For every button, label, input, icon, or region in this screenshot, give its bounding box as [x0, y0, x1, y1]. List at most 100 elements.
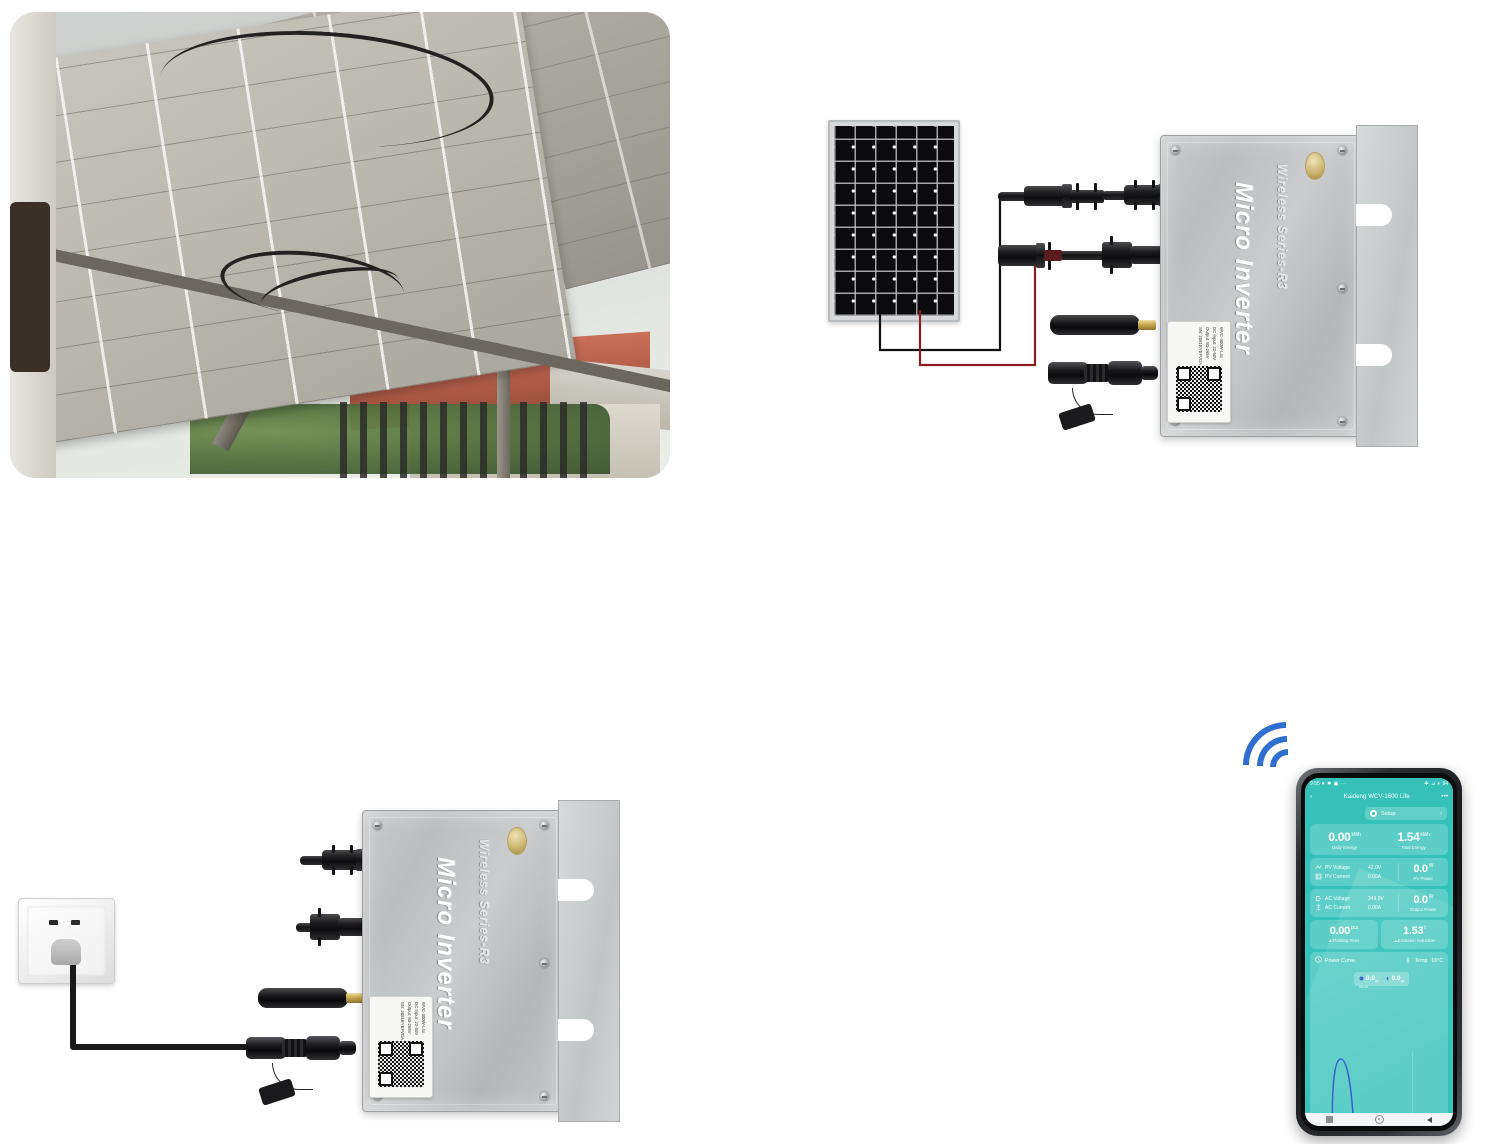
- label-model: WVC-300W-L4x: [1219, 327, 1224, 358]
- inverter-dc-port-positive-2: [300, 845, 376, 875]
- certification-badge: [1305, 152, 1325, 180]
- product-label-2: WVC-300W-L4x DC Input: 22-50V Output: 80…: [369, 996, 433, 1098]
- back-arrow-icon[interactable]: ‹: [1310, 793, 1313, 800]
- tooltip-timestamp: 06:00: [1359, 985, 1368, 989]
- ac-current-row: AC Current 0.00A: [1315, 904, 1398, 911]
- brand-name-text: Micro Inverter: [1230, 182, 1257, 355]
- energy-summary-card: 0.00kWh Daily Energy 1.54kWh Total Energ…: [1310, 824, 1448, 855]
- pv-voltage-label: PV Voltage: [1325, 864, 1350, 871]
- inverter-to-grid-diagram: Wireless Series-R3 Micro Inverter WVC-30…: [10, 800, 650, 1135]
- gear-icon: [1370, 810, 1377, 817]
- inverter-dc-port-negative: [1088, 236, 1174, 274]
- ac-cable: [70, 965, 248, 1050]
- power-curve-header: Power Curve Temp 16°C: [1310, 952, 1448, 969]
- tooltip-ac-unit: W: [1400, 978, 1405, 984]
- pv-stats-card: PV Voltage 42.0V PV Current 0.00A 0.0W P…: [1310, 858, 1448, 886]
- total-energy-caption: Total Energy: [1401, 845, 1426, 850]
- power-curve-chart: [1331, 1051, 1413, 1113]
- pv-voltage-value: 42.0V: [1368, 864, 1382, 871]
- status-time: 9:55: [1310, 780, 1320, 787]
- emission-reduction-value: 1.53: [1403, 925, 1424, 937]
- pv-power-caption: PV Power: [1413, 876, 1434, 881]
- ac-voltage-icon: [1315, 895, 1322, 902]
- photo-shadow-gap: [10, 202, 50, 372]
- page-title: Kaideng WCV-1600 Life: [1343, 793, 1410, 800]
- mc4-connector-positive: [998, 182, 1108, 210]
- qr-code: [1176, 366, 1222, 412]
- total-energy-unit: kWh: [1420, 832, 1430, 838]
- pv-current-icon: [1315, 873, 1322, 880]
- label-model-2: WVC-300W-L4x: [421, 1002, 426, 1033]
- planting-trees-caption: Planting trees: [1332, 938, 1360, 943]
- ac-output-connector: [1048, 358, 1158, 388]
- total-energy-value: 1.54: [1397, 830, 1420, 844]
- wifi-antenna-2: [258, 988, 364, 1008]
- label-ac-output-2: Output: 80-265V: [407, 1002, 412, 1034]
- status-right-icons: ✤ ⊿ ▾: [1424, 780, 1441, 787]
- output-power-value: 0.0: [1413, 894, 1428, 906]
- setup-button[interactable]: Setup ›: [1365, 807, 1447, 820]
- tooltip-pv-icon: [1359, 976, 1364, 983]
- micro-inverter-body: Wireless Series-R3 Micro Inverter WVC-30…: [1160, 135, 1362, 437]
- tooltip-pv-unit: W: [1374, 978, 1379, 984]
- pv-voltage-row: PV Voltage 42.0V: [1315, 864, 1398, 871]
- installation-photo: [10, 12, 670, 478]
- app-header: ‹ Kaideng WCV-1600 Life •••: [1305, 789, 1453, 804]
- photo-fence: [340, 402, 600, 478]
- ac-wall-outlet: [18, 898, 115, 984]
- label-serial-2: SN: 2081BYEFVDA: [400, 1002, 405, 1040]
- brand-series-text-2: Wireless Series-R3: [477, 839, 491, 965]
- emission-reduction-caption: Emission reduction: [1397, 938, 1435, 943]
- daily-energy-caption: Daily Energy: [1332, 845, 1357, 850]
- more-options-icon[interactable]: •••: [1441, 793, 1448, 800]
- daily-energy-cell: 0.00kWh Daily Energy: [1310, 830, 1379, 850]
- mounting-bracket-2: [558, 800, 620, 1122]
- certification-badge-2: [507, 827, 527, 855]
- product-label: WVC-300W-L4x DC Input: 22-50V Output: 80…: [1167, 321, 1231, 423]
- brand-series-text: Wireless Series-R3: [1275, 164, 1289, 290]
- mounting-bracket: [1356, 125, 1418, 447]
- status-bar: 9:55 ♥ ✱ ▣ ⋯ ✤ ⊿ ▾ 94: [1305, 778, 1453, 789]
- wall-plug: [51, 939, 81, 965]
- ac-voltage-label: AC Voltage: [1325, 895, 1351, 902]
- pv-power-unit: W: [1428, 863, 1434, 870]
- solar-panel: [828, 120, 960, 322]
- output-power-caption: Output Power: [1409, 907, 1437, 912]
- pv-power-value: 0.0: [1413, 863, 1428, 875]
- output-power-summary: 0.0W Output Power: [1397, 894, 1449, 912]
- planting-trees-unit: pcs: [1350, 925, 1358, 932]
- eco-cards: 0.00pcs ▲Planting trees 1.53t ☁Emission …: [1310, 920, 1448, 949]
- pv-voltage-icon: [1315, 864, 1322, 871]
- tooltip-ac-icon: [1385, 976, 1390, 983]
- chevron-right-icon: ›: [1440, 810, 1442, 817]
- pv-rows: PV Voltage 42.0V PV Current 0.00A: [1310, 862, 1398, 882]
- cloud-icon: ☁: [1393, 938, 1398, 943]
- pv-power-summary: 0.0W PV Power: [1397, 863, 1449, 881]
- ac-stats-card: AC Voltage 249.9V AC Current 0.00A 0.0W …: [1310, 889, 1448, 917]
- pv-current-label: PV Current: [1325, 873, 1350, 880]
- label-dc-input: DC Input: 22-50V: [1212, 327, 1217, 361]
- micro-inverter-body-2: Wireless Series-R3 Micro Inverter WVC-30…: [362, 810, 564, 1112]
- ac-rows: AC Voltage 249.9V AC Current 0.00A: [1310, 893, 1398, 913]
- emission-reduction-unit: t: [1424, 925, 1426, 932]
- ac-current-label: AC Current: [1325, 904, 1351, 911]
- output-power-unit: W: [1428, 894, 1434, 901]
- recent-apps-button[interactable]: [1326, 1116, 1334, 1123]
- setup-label: Setup: [1381, 810, 1396, 817]
- label-serial: SN: 2081BYEFVDA: [1198, 327, 1203, 365]
- temperature-label: Temp: [1414, 957, 1428, 964]
- ac-voltage-row: AC Voltage 249.9V: [1315, 895, 1398, 902]
- daily-energy-value: 0.00: [1328, 830, 1351, 844]
- label-ac-output: Output: 80-265V: [1205, 327, 1210, 359]
- ac-current-icon: [1315, 904, 1322, 911]
- wifi-antenna: [1050, 315, 1156, 335]
- setup-row: Setup ›: [1305, 804, 1453, 824]
- power-curve-title: Power Curve: [1325, 957, 1355, 964]
- daily-energy-unit: kWh: [1351, 832, 1361, 838]
- home-button[interactable]: [1375, 1115, 1385, 1124]
- back-button[interactable]: [1426, 1116, 1432, 1123]
- planting-trees-value: 0.00: [1329, 925, 1351, 937]
- phone-screen: 9:55 ♥ ✱ ▣ ⋯ ✤ ⊿ ▾ 94 ‹ Kaideng WCV-1600…: [1305, 778, 1453, 1126]
- status-left-icons: ♥ ✱ ▣ ⋯: [1321, 780, 1347, 787]
- pv-to-inverter-diagram: Wireless Series-R3 Micro Inverter WVC-30…: [820, 110, 1440, 450]
